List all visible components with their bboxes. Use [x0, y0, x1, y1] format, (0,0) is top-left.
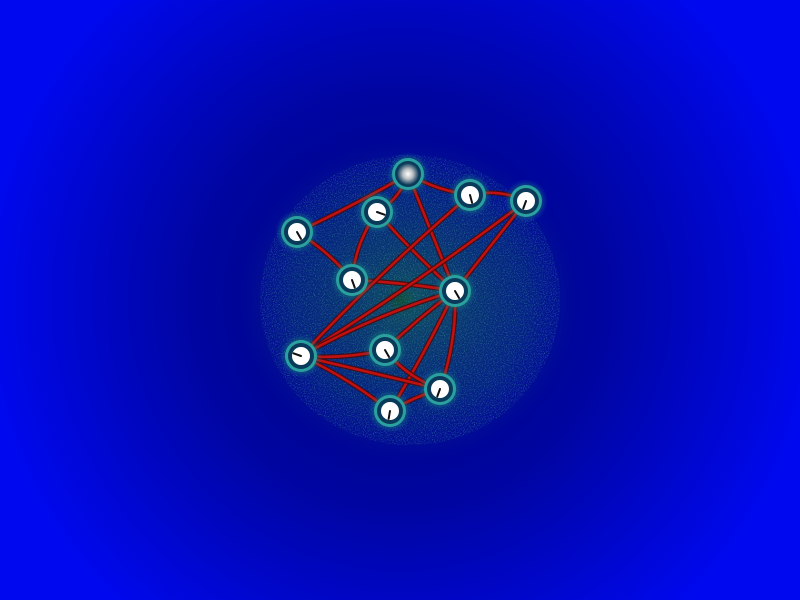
- node-pointer: [384, 349, 390, 358]
- edge-n4-n7: [299, 193, 472, 358]
- node-pointer: [436, 388, 441, 398]
- node-n10[interactable]: [418, 367, 462, 411]
- node-n0[interactable]: [386, 152, 430, 196]
- node-pointer: [469, 194, 474, 204]
- node-pointer: [376, 211, 386, 216]
- node-n4[interactable]: [448, 173, 492, 217]
- nodes-layer: [275, 152, 548, 433]
- node-n6[interactable]: [433, 269, 477, 313]
- node-highlight: [397, 163, 419, 185]
- node-n5[interactable]: [504, 179, 548, 223]
- node-n7[interactable]: [279, 334, 323, 378]
- node-pointer: [454, 290, 460, 299]
- node-n8[interactable]: [363, 328, 407, 372]
- node-pointer: [296, 231, 302, 240]
- node-n1[interactable]: [275, 210, 319, 254]
- node-pointer: [522, 200, 527, 210]
- node-n2[interactable]: [355, 190, 399, 234]
- node-n9[interactable]: [368, 389, 412, 433]
- node-pointer: [387, 410, 391, 420]
- edge-n5-n7: [299, 199, 528, 358]
- node-pointer: [292, 352, 302, 357]
- node-n3[interactable]: [330, 258, 374, 302]
- node-pointer: [351, 279, 356, 289]
